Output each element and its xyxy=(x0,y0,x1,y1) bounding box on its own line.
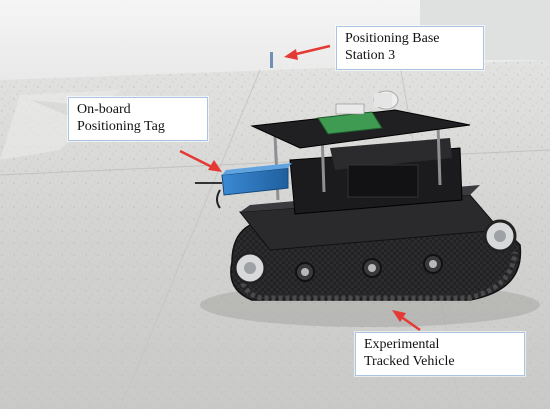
tracked-vehicle xyxy=(195,90,522,301)
callout-positioning-tag-line1: On-board xyxy=(77,102,131,117)
arrow-icon xyxy=(179,149,222,172)
callout-tracked-vehicle-line1: Experimental xyxy=(364,337,440,352)
callout-base-station-line2: Station 3 xyxy=(345,48,396,63)
callout-tracked-vehicle-line2: Tracked Vehicle xyxy=(364,354,455,369)
arrow-icon xyxy=(284,44,331,60)
arrow-icon xyxy=(392,310,421,332)
callout-positioning-tag-line2: Positioning Tag xyxy=(77,119,165,134)
callout-tracked-vehicle: Experimental Tracked Vehicle xyxy=(355,332,525,376)
callout-positioning-tag: On-board Positioning Tag xyxy=(68,97,208,141)
callout-base-station-line1: Positioning Base xyxy=(345,31,440,46)
callout-base-station: Positioning Base Station 3 xyxy=(336,26,484,70)
base-station-device xyxy=(270,52,273,68)
